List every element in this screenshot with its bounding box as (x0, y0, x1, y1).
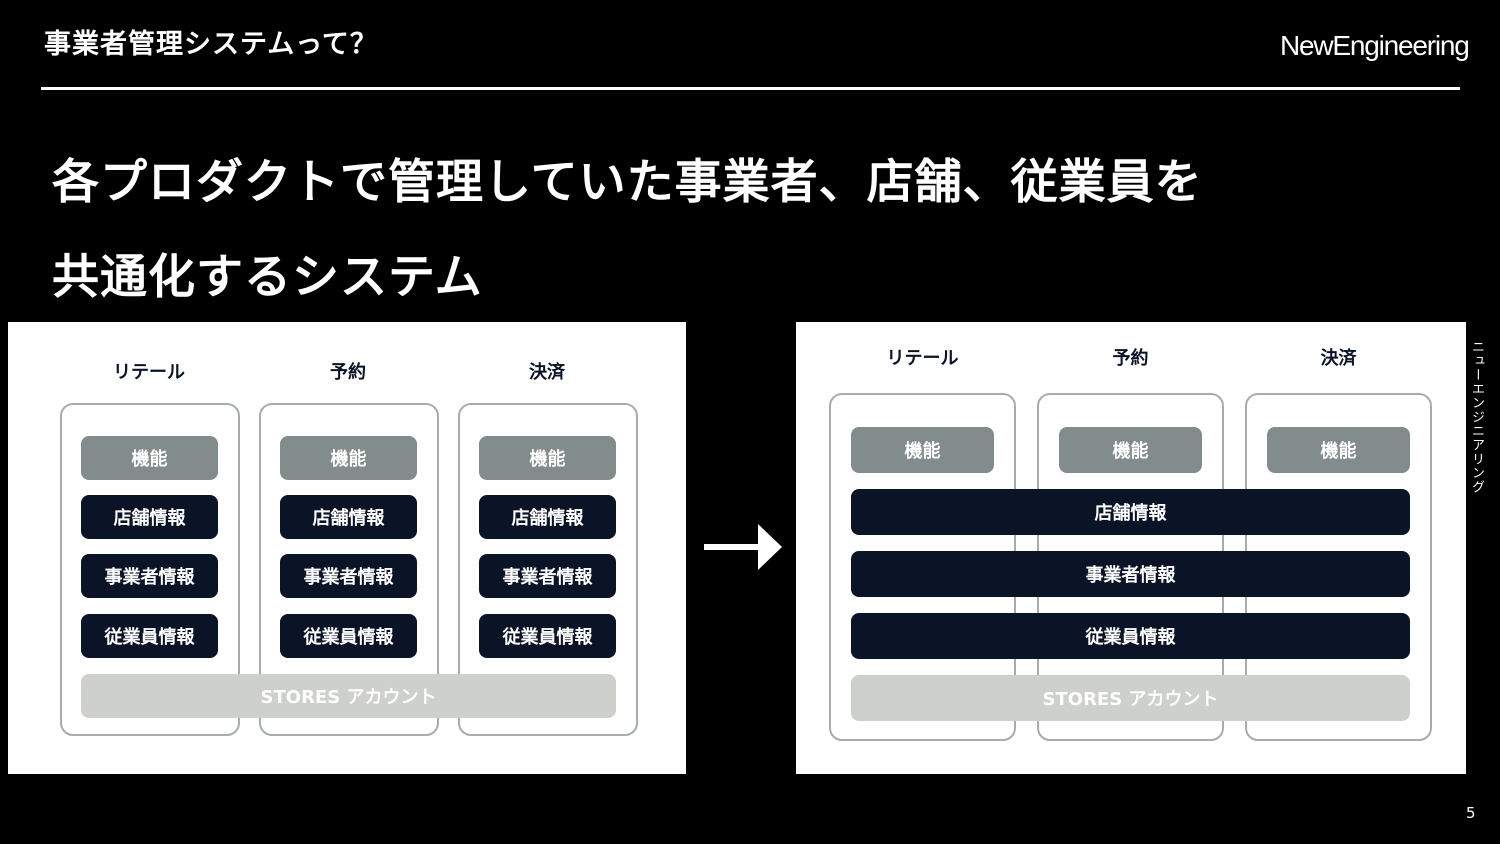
shared-business-info-bar: 事業者情報 (851, 551, 1410, 597)
shared-shop-info-bar: 店舗情報 (851, 489, 1410, 535)
shop-info-tag: 店舗情報 (280, 495, 417, 539)
column-label-payment: 決済 (529, 362, 565, 383)
employee-info-tag: 従業員情報 (479, 614, 616, 658)
function-tag: 機能 (851, 427, 994, 473)
employee-info-tag: 従業員情報 (81, 614, 218, 658)
shop-info-tag: 店舗情報 (479, 495, 616, 539)
header-divider (41, 87, 1460, 90)
section-title: 事業者管理システムって？ (44, 29, 378, 60)
function-tag: 機能 (1059, 427, 1202, 473)
column-label-payment: 決済 (1320, 348, 1357, 369)
page-number: 5 (1466, 804, 1476, 822)
headline-line-1: 各プロダクトで管理していた事業者、店舗、従業員を (52, 155, 1203, 210)
business-info-tag: 事業者情報 (280, 554, 417, 598)
column-label-reservation: 予約 (330, 362, 366, 383)
brand-logo: NewEngineering (1280, 30, 1470, 61)
column-label-retail: リテール (886, 348, 959, 369)
column-label-reservation: 予約 (1112, 348, 1149, 369)
after-diagram-panel: リテール 予約 決済 機能 機能 機能 店舗情報 事業者情報 従業員情報 STO… (796, 322, 1466, 774)
vertical-side-text: ニューエンジニアリング (1469, 340, 1484, 494)
arrow-right-icon (704, 524, 782, 570)
stores-account-bar: STORES アカウント (81, 674, 616, 718)
shared-employee-info-bar: 従業員情報 (851, 613, 1410, 659)
business-info-tag: 事業者情報 (479, 554, 616, 598)
stores-account-bar: STORES アカウント (851, 675, 1410, 721)
function-tag: 機能 (1267, 427, 1410, 473)
function-tag: 機能 (479, 436, 616, 480)
function-tag: 機能 (81, 436, 218, 480)
before-diagram-panel: リテール 予約 決済 機能 店舗情報 事業者情報 従業員情報 機能 店舗情報 事… (8, 322, 686, 774)
shop-info-tag: 店舗情報 (81, 495, 218, 539)
function-tag: 機能 (280, 436, 417, 480)
business-info-tag: 事業者情報 (81, 554, 218, 598)
column-label-retail: リテール (113, 362, 185, 383)
employee-info-tag: 従業員情報 (280, 614, 417, 658)
headline-line-2: 共通化するシステム (52, 250, 483, 305)
